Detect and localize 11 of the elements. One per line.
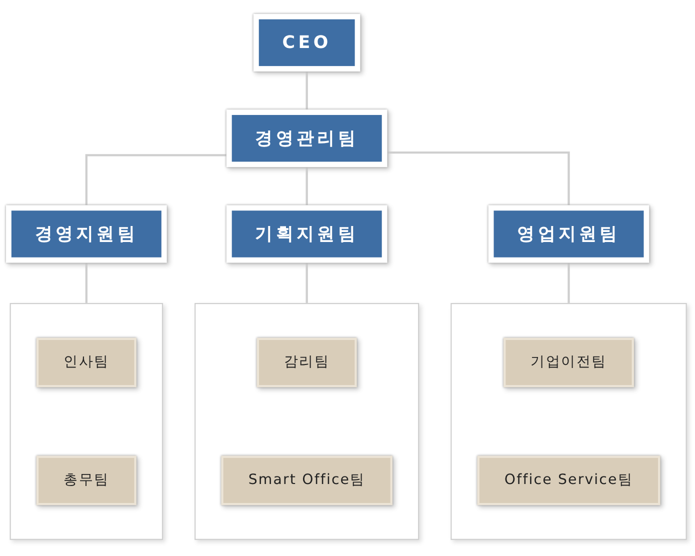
node-box: Office Service팀: [477, 456, 660, 506]
node-box: 기업이전팀: [504, 338, 634, 388]
node-box: 인사팀: [36, 338, 136, 388]
connector: [384, 151, 570, 208]
cluster: [194, 303, 420, 540]
node-box: 경영관리팀: [226, 110, 388, 168]
node-box: Smart Office팀: [221, 456, 392, 506]
cluster: [450, 303, 687, 540]
cluster: [10, 303, 164, 540]
node-box: 감리팀: [256, 338, 357, 388]
node-box: 총무팀: [36, 456, 136, 506]
